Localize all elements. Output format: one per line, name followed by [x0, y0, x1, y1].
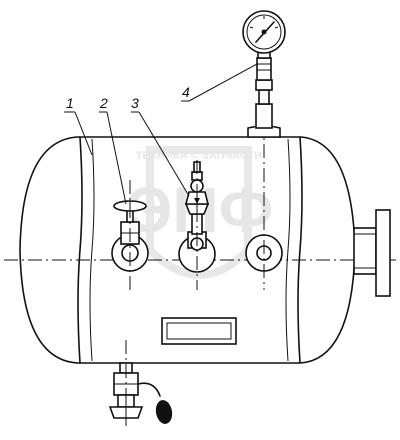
leader-2 — [106, 111, 127, 205]
drain-valve — [108, 340, 173, 430]
leader-3 — [138, 111, 190, 197]
callout-4: 4 — [182, 84, 190, 100]
leader-lines — [64, 63, 258, 205]
nameplate — [161, 317, 237, 345]
watermark-text: ТЕХНИКА © ЗАПЧАСТИ — [136, 150, 263, 162]
right-flange — [353, 209, 391, 297]
leader-1 — [74, 111, 93, 156]
right-plug — [245, 120, 283, 290]
callout-3: 3 — [131, 95, 139, 111]
callout-1: 1 — [66, 95, 74, 111]
left-valve — [111, 180, 149, 290]
safety-valve — [178, 160, 216, 290]
pressure-gauge — [242, 10, 286, 138]
callout-2: 2 — [99, 95, 108, 111]
leader-4 — [188, 63, 258, 102]
